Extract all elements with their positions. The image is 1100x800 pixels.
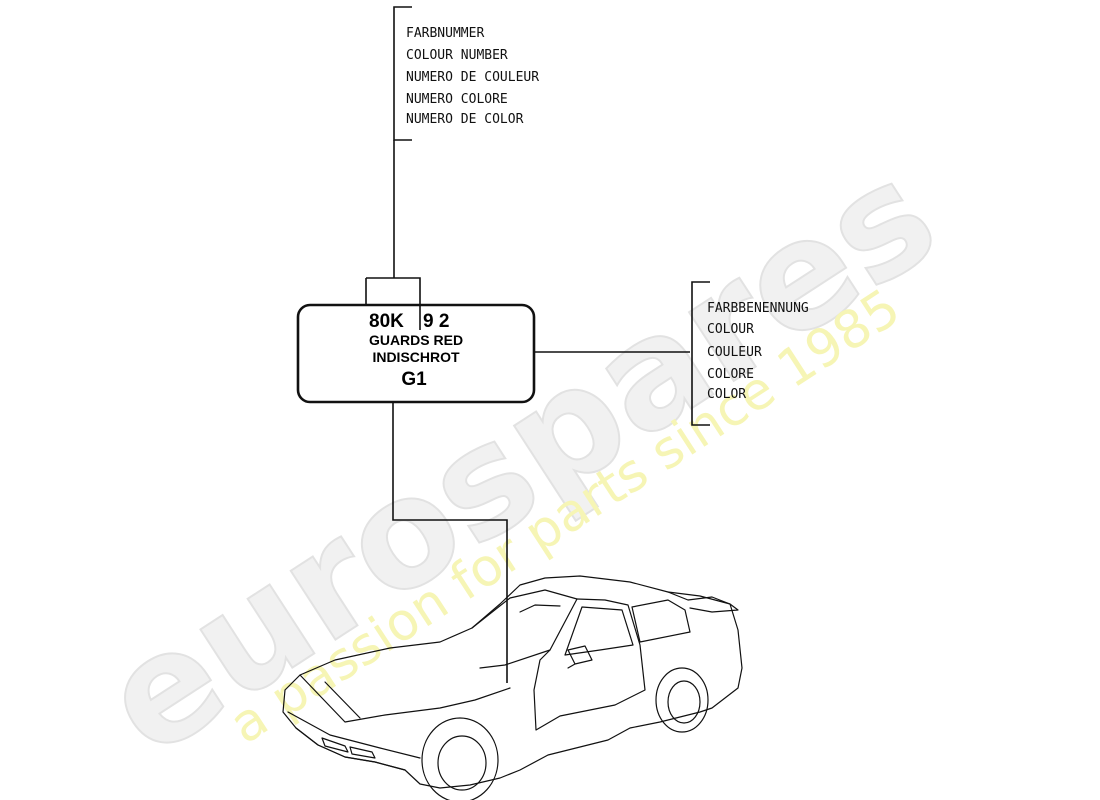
car-front-lights bbox=[321, 737, 376, 759]
car-front-bumper bbox=[287, 711, 421, 771]
car-rear-spoiler bbox=[667, 591, 739, 613]
car-hood-inner bbox=[324, 681, 361, 719]
right-callout-line-1: FARBBENENNUNG bbox=[707, 301, 809, 316]
label-name-de: INDISCHROT bbox=[372, 349, 460, 365]
paint-code-label: 80K 9 2 GUARDS RED INDISCHROT G1 bbox=[296, 303, 536, 404]
car-quarter-window bbox=[631, 599, 691, 643]
top-callout-line-2: COLOUR NUMBER bbox=[406, 48, 508, 63]
label-frame bbox=[296, 303, 536, 404]
top-bracket bbox=[393, 6, 412, 141]
car-front-wheel bbox=[421, 717, 499, 800]
top-callout: FARBNUMMER COLOUR NUMBER NUMERO DE COULE… bbox=[365, 6, 539, 328]
right-callout-line-2: COLOUR bbox=[707, 322, 754, 337]
right-callout-line-5: COLOR bbox=[707, 387, 746, 402]
car-body-outline bbox=[282, 575, 743, 789]
car-rear-wheel-hub bbox=[667, 680, 701, 724]
right-callout-line-4: COLORE bbox=[707, 367, 754, 382]
label-code-part1: 80K bbox=[369, 311, 404, 332]
watermark-brand: eurospares bbox=[75, 128, 965, 790]
car-rear-wheel bbox=[655, 667, 709, 733]
right-bracket bbox=[691, 281, 710, 426]
watermark: eurospares a passion for parts since 198… bbox=[74, 127, 966, 791]
car-mirror bbox=[567, 645, 593, 669]
label-code-g: G1 bbox=[401, 369, 427, 390]
top-callout-line-4: NUMERO COLORE bbox=[406, 92, 508, 107]
label-name-en: GUARDS RED bbox=[369, 332, 463, 348]
right-callout-line-3: COULEUR bbox=[707, 345, 762, 360]
car-front-wheel-hub bbox=[437, 735, 487, 791]
top-callout-line-1: FARBNUMMER bbox=[406, 26, 484, 41]
label-code-part2: 9 2 bbox=[423, 311, 449, 332]
right-callout: FARBBENENNUNG COLOUR COULEUR COLORE COLO… bbox=[534, 281, 809, 426]
top-callout-line-3: NUMERO DE COULEUR bbox=[406, 70, 539, 85]
car-windshield-inner bbox=[519, 604, 561, 613]
car-leader-line bbox=[392, 402, 508, 683]
car-hood-line bbox=[299, 674, 511, 723]
car-side-window bbox=[564, 606, 634, 656]
top-callout-line-5: NUMERO DE COLOR bbox=[406, 112, 524, 127]
car-illustration bbox=[282, 575, 743, 800]
car-door-outline bbox=[533, 598, 646, 731]
